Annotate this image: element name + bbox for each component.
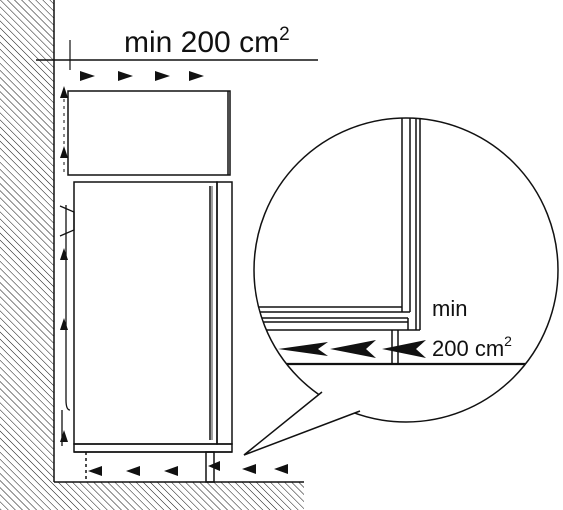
arrow-right-icon xyxy=(118,71,133,81)
arrow-left-icon xyxy=(126,466,140,476)
wall xyxy=(0,0,55,510)
arrow-right-icon xyxy=(189,71,204,81)
detail-area-label: 200 cm2 xyxy=(432,333,512,361)
arrow-left-icon xyxy=(382,340,426,358)
arrow-left-icon xyxy=(330,340,376,358)
arrow-left-icon xyxy=(278,342,328,356)
arrow-left-icon xyxy=(88,466,102,476)
floor xyxy=(54,481,304,510)
airflow-top xyxy=(80,71,204,81)
top-cabinet xyxy=(67,90,231,176)
arrow-up-icon xyxy=(60,248,68,260)
detail-callout: min 200 cm2 xyxy=(243,117,559,456)
arrow-up-icon xyxy=(60,146,68,158)
airflow-vertical xyxy=(60,86,68,442)
arrow-left-icon xyxy=(242,464,256,474)
arrow-left-icon xyxy=(274,464,288,474)
arrow-right-icon xyxy=(80,71,95,81)
detail-min-label: min xyxy=(432,296,467,321)
appliance xyxy=(73,181,233,483)
arrow-left-icon xyxy=(164,466,178,476)
arrow-right-icon xyxy=(155,71,170,81)
top-vent-label: min 200 cm2 xyxy=(36,24,318,70)
airflow-bottom xyxy=(88,461,288,476)
arrow-up-icon xyxy=(60,318,68,330)
arrow-up-icon xyxy=(60,430,68,442)
top-vent-text: min 200 cm2 xyxy=(124,24,290,59)
arrow-left-icon xyxy=(208,461,220,471)
detail-airflow xyxy=(278,340,426,358)
